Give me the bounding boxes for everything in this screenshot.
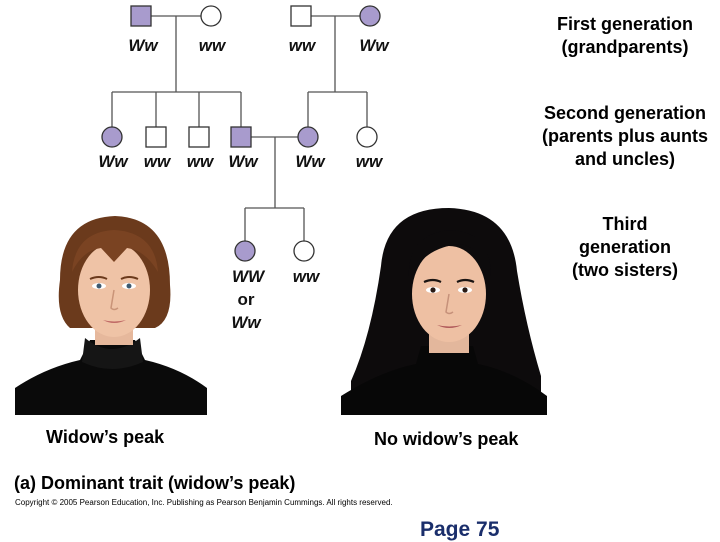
generation-label-line: (parents plus aunts — [541, 126, 709, 146]
generation-label-line: (grandparents) — [561, 37, 689, 57]
genotype-label: ww — [198, 36, 226, 55]
genotype-label: WW — [231, 267, 265, 286]
genotype-label: Ww — [295, 152, 325, 171]
caption-widows-peak: Widow’s peak — [46, 427, 165, 447]
genotype-label: Ww — [231, 313, 261, 332]
genotype-label: ww — [355, 152, 383, 171]
female-symbol-g2-mother — [297, 126, 319, 148]
female-symbol-g1-mother — [200, 5, 222, 27]
genotype-label: ww — [292, 267, 320, 286]
female-symbol-g2-aunt2 — [356, 126, 378, 148]
copyright-notice: Copyright © 2005 Pearson Education, Inc.… — [15, 498, 393, 507]
female-symbol-g2-aunt1 — [101, 126, 123, 148]
figure-caption: (a) Dominant trait (widow’s peak) — [14, 473, 296, 493]
pedigree-lines — [111, 15, 368, 241]
female-symbol-g3-sister1 — [234, 240, 256, 262]
photo-no-widows-peak — [341, 206, 547, 415]
male-symbol-g2-father — [230, 126, 252, 148]
generation-label-line: First generation — [556, 14, 694, 34]
first-generation-label: First generation (grandparents) — [540, 13, 710, 59]
male-symbol-g2-uncle1 — [145, 126, 167, 148]
male-symbol-g1-father2 — [290, 5, 312, 27]
genotype-label: Ww — [128, 36, 158, 55]
generation-label-line: Second generation — [543, 103, 707, 123]
genotype-label: ww — [288, 36, 316, 55]
male-symbol-g2-uncle2 — [188, 126, 210, 148]
genotype-label: Ww — [228, 152, 258, 171]
genotype-label: Ww — [98, 152, 128, 171]
female-symbol-g1-mother2 — [359, 5, 381, 27]
genotype-label: ww — [186, 152, 214, 171]
third-generation-label: Third generation (two sisters) — [560, 213, 690, 282]
genotype-label: Ww — [359, 36, 389, 55]
page-number: Page 75 — [420, 518, 500, 541]
second-generation-label: Second generation (parents plus aunts an… — [530, 102, 720, 171]
caption-no-widows-peak: No widow’s peak — [374, 429, 519, 449]
photo-widows-peak — [15, 210, 207, 415]
male-symbol-g1-father — [130, 5, 152, 27]
genotype-label: or — [237, 290, 255, 309]
generation-label-line: (two sisters) — [571, 260, 679, 280]
genotype-label: ww — [143, 152, 171, 171]
generation-label-line: Third — [602, 214, 648, 234]
female-symbol-g3-sister2 — [293, 240, 315, 262]
generation-label-line: generation — [578, 237, 671, 257]
generation-label-line: and uncles) — [574, 149, 676, 169]
